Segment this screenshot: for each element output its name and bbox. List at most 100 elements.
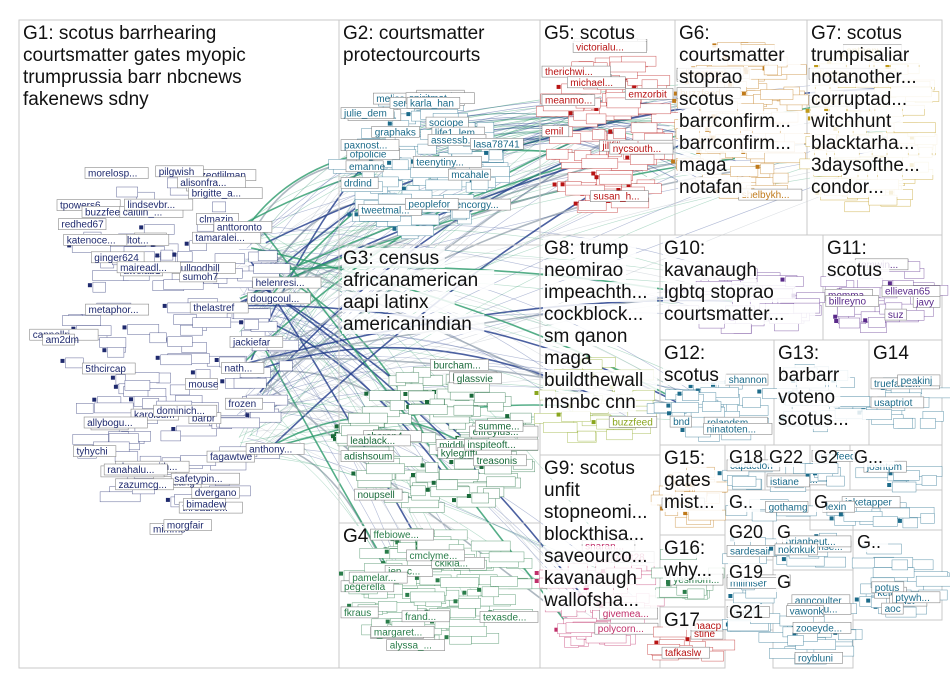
- vertex-node: [160, 354, 192, 366]
- group-label-bg: [22, 89, 155, 109]
- vertex-marker: [534, 571, 539, 575]
- vertex-node: [410, 591, 445, 603]
- vertex-node: [867, 317, 886, 328]
- vertex-marker: [401, 186, 406, 191]
- vertex-label-box: [115, 478, 174, 491]
- vertex-marker: [392, 226, 397, 231]
- cluster-g2: solusnan1earnest_melissa8...mcahalejulie…: [328, 89, 524, 240]
- vertex-marker: [484, 150, 489, 155]
- vertex-label-node: ptywh...: [892, 591, 941, 604]
- vertex-label-box: [406, 97, 461, 109]
- vertex-node: [862, 409, 892, 420]
- vertex-marker: [608, 129, 613, 134]
- vertex-node: [490, 576, 518, 587]
- vertex-label-box: [447, 168, 491, 181]
- vertex-node: [408, 390, 436, 402]
- vertex-marker: [406, 112, 411, 117]
- vertex-label-box: [340, 606, 379, 619]
- vertex-label: naacp: [694, 621, 722, 632]
- vertex-node: [585, 113, 607, 125]
- vertex-label-node: fagawtwe: [206, 450, 255, 463]
- vertex-label: pilgwish: [159, 167, 195, 178]
- vertex-marker: [162, 303, 167, 308]
- vertex-marker: [87, 283, 92, 288]
- group-label-bg: [543, 546, 657, 566]
- vertex-marker: [214, 358, 219, 362]
- vertex-label: mouse: [188, 379, 218, 390]
- vertex-node: [763, 64, 778, 76]
- vertex-marker: [556, 412, 561, 417]
- group-label-bg: [678, 45, 801, 65]
- vertex-node: [891, 481, 917, 493]
- vertex-marker: [347, 212, 352, 217]
- vertex-node: [440, 577, 479, 588]
- vertex-node: [687, 588, 705, 600]
- group-label-g13: G13:: [778, 343, 819, 364]
- cluster-g14: usaptriottruefacts...peakinj: [857, 374, 950, 429]
- vertex-marker: [354, 212, 359, 217]
- vertex-label-node: istiane: [766, 475, 810, 488]
- vertex-marker: [171, 427, 176, 431]
- group-label-g1: trumprussia barr nbcnews: [23, 67, 242, 88]
- vertex-marker: [573, 201, 578, 206]
- vertex-label: dominich...: [157, 406, 205, 417]
- vertex-label-node: ffebiowe...: [370, 528, 435, 541]
- vertex-label-node: 5thcircap: [82, 362, 136, 375]
- vertex-node: [233, 308, 271, 320]
- vertex-label-box: [221, 362, 265, 374]
- vertex-node: [99, 337, 127, 348]
- group-label-g13: voteno: [778, 387, 835, 408]
- vertex-label: javy: [915, 297, 934, 308]
- vertex-marker: [688, 384, 693, 389]
- vertex-label: bimadew: [186, 500, 227, 511]
- group-label-bg: [22, 23, 244, 43]
- group-label-bg: [810, 45, 933, 65]
- vertex-label: givemea...: [603, 609, 649, 620]
- vertex-node: [760, 163, 775, 175]
- vertex-node: [99, 491, 141, 503]
- vertex-marker: [190, 370, 195, 375]
- vertex-label-box: [345, 160, 384, 173]
- vertex-marker: [677, 391, 682, 396]
- vertex-node: [565, 184, 605, 196]
- group-label-bg: [810, 67, 939, 87]
- group-label-g2: G2: courtsmatter: [343, 23, 485, 44]
- vertex-label: glassvie: [457, 374, 494, 385]
- vertex-label-box: [566, 76, 626, 89]
- vertex-label: pamelar...: [352, 573, 396, 584]
- vertex-label-node: frozen: [225, 397, 263, 410]
- vertex-marker: [405, 592, 410, 597]
- vertex-label: zazumcg...: [119, 480, 167, 491]
- vertex-label: treasonis: [477, 456, 518, 467]
- vertex-node: [921, 475, 937, 486]
- vertex-label-node: paxnost...: [340, 139, 400, 152]
- cluster-gm5: keitppotusfdrlstaocptywh...: [851, 543, 950, 618]
- vertex-label-node: julie_dem: [340, 107, 395, 120]
- group-label-bg: [813, 493, 827, 512]
- vertex-label-node: fkraus: [340, 606, 379, 619]
- vertex-node: [219, 417, 260, 429]
- vertex-label: shannon: [729, 375, 767, 386]
- group-label-gm5: G..: [857, 532, 881, 552]
- vertex-label-box: [479, 611, 539, 623]
- vertex-label-box: [774, 543, 818, 556]
- vertex-label-node: usaptriot: [870, 396, 925, 409]
- vertex-node: [844, 201, 870, 213]
- vertex-label-node: burcham...: [430, 358, 489, 371]
- vertex-marker: [184, 241, 189, 246]
- vertex-label-node: lasa78741: [470, 138, 524, 150]
- vertex-label: ninatoten...: [707, 424, 756, 435]
- vertex-label-box: [206, 450, 255, 463]
- cluster-g5: jillfilipovicmissb62therichwi...michael.…: [536, 38, 682, 213]
- vertex-label: effreylus...: [473, 427, 519, 438]
- vertex-label: metaphor...: [89, 305, 139, 316]
- vertex-marker: [60, 358, 65, 363]
- vertex-node: [181, 342, 207, 353]
- group-label-g20: G20: [729, 522, 763, 542]
- group-label-g3: americanindian: [343, 314, 472, 335]
- group-label-bg: [342, 292, 455, 312]
- vertex-label: meanmo...: [545, 96, 592, 107]
- vertex-label-box: [183, 498, 227, 510]
- group-label-g6: stoprao: [679, 67, 742, 88]
- group-label-bg: [768, 448, 801, 467]
